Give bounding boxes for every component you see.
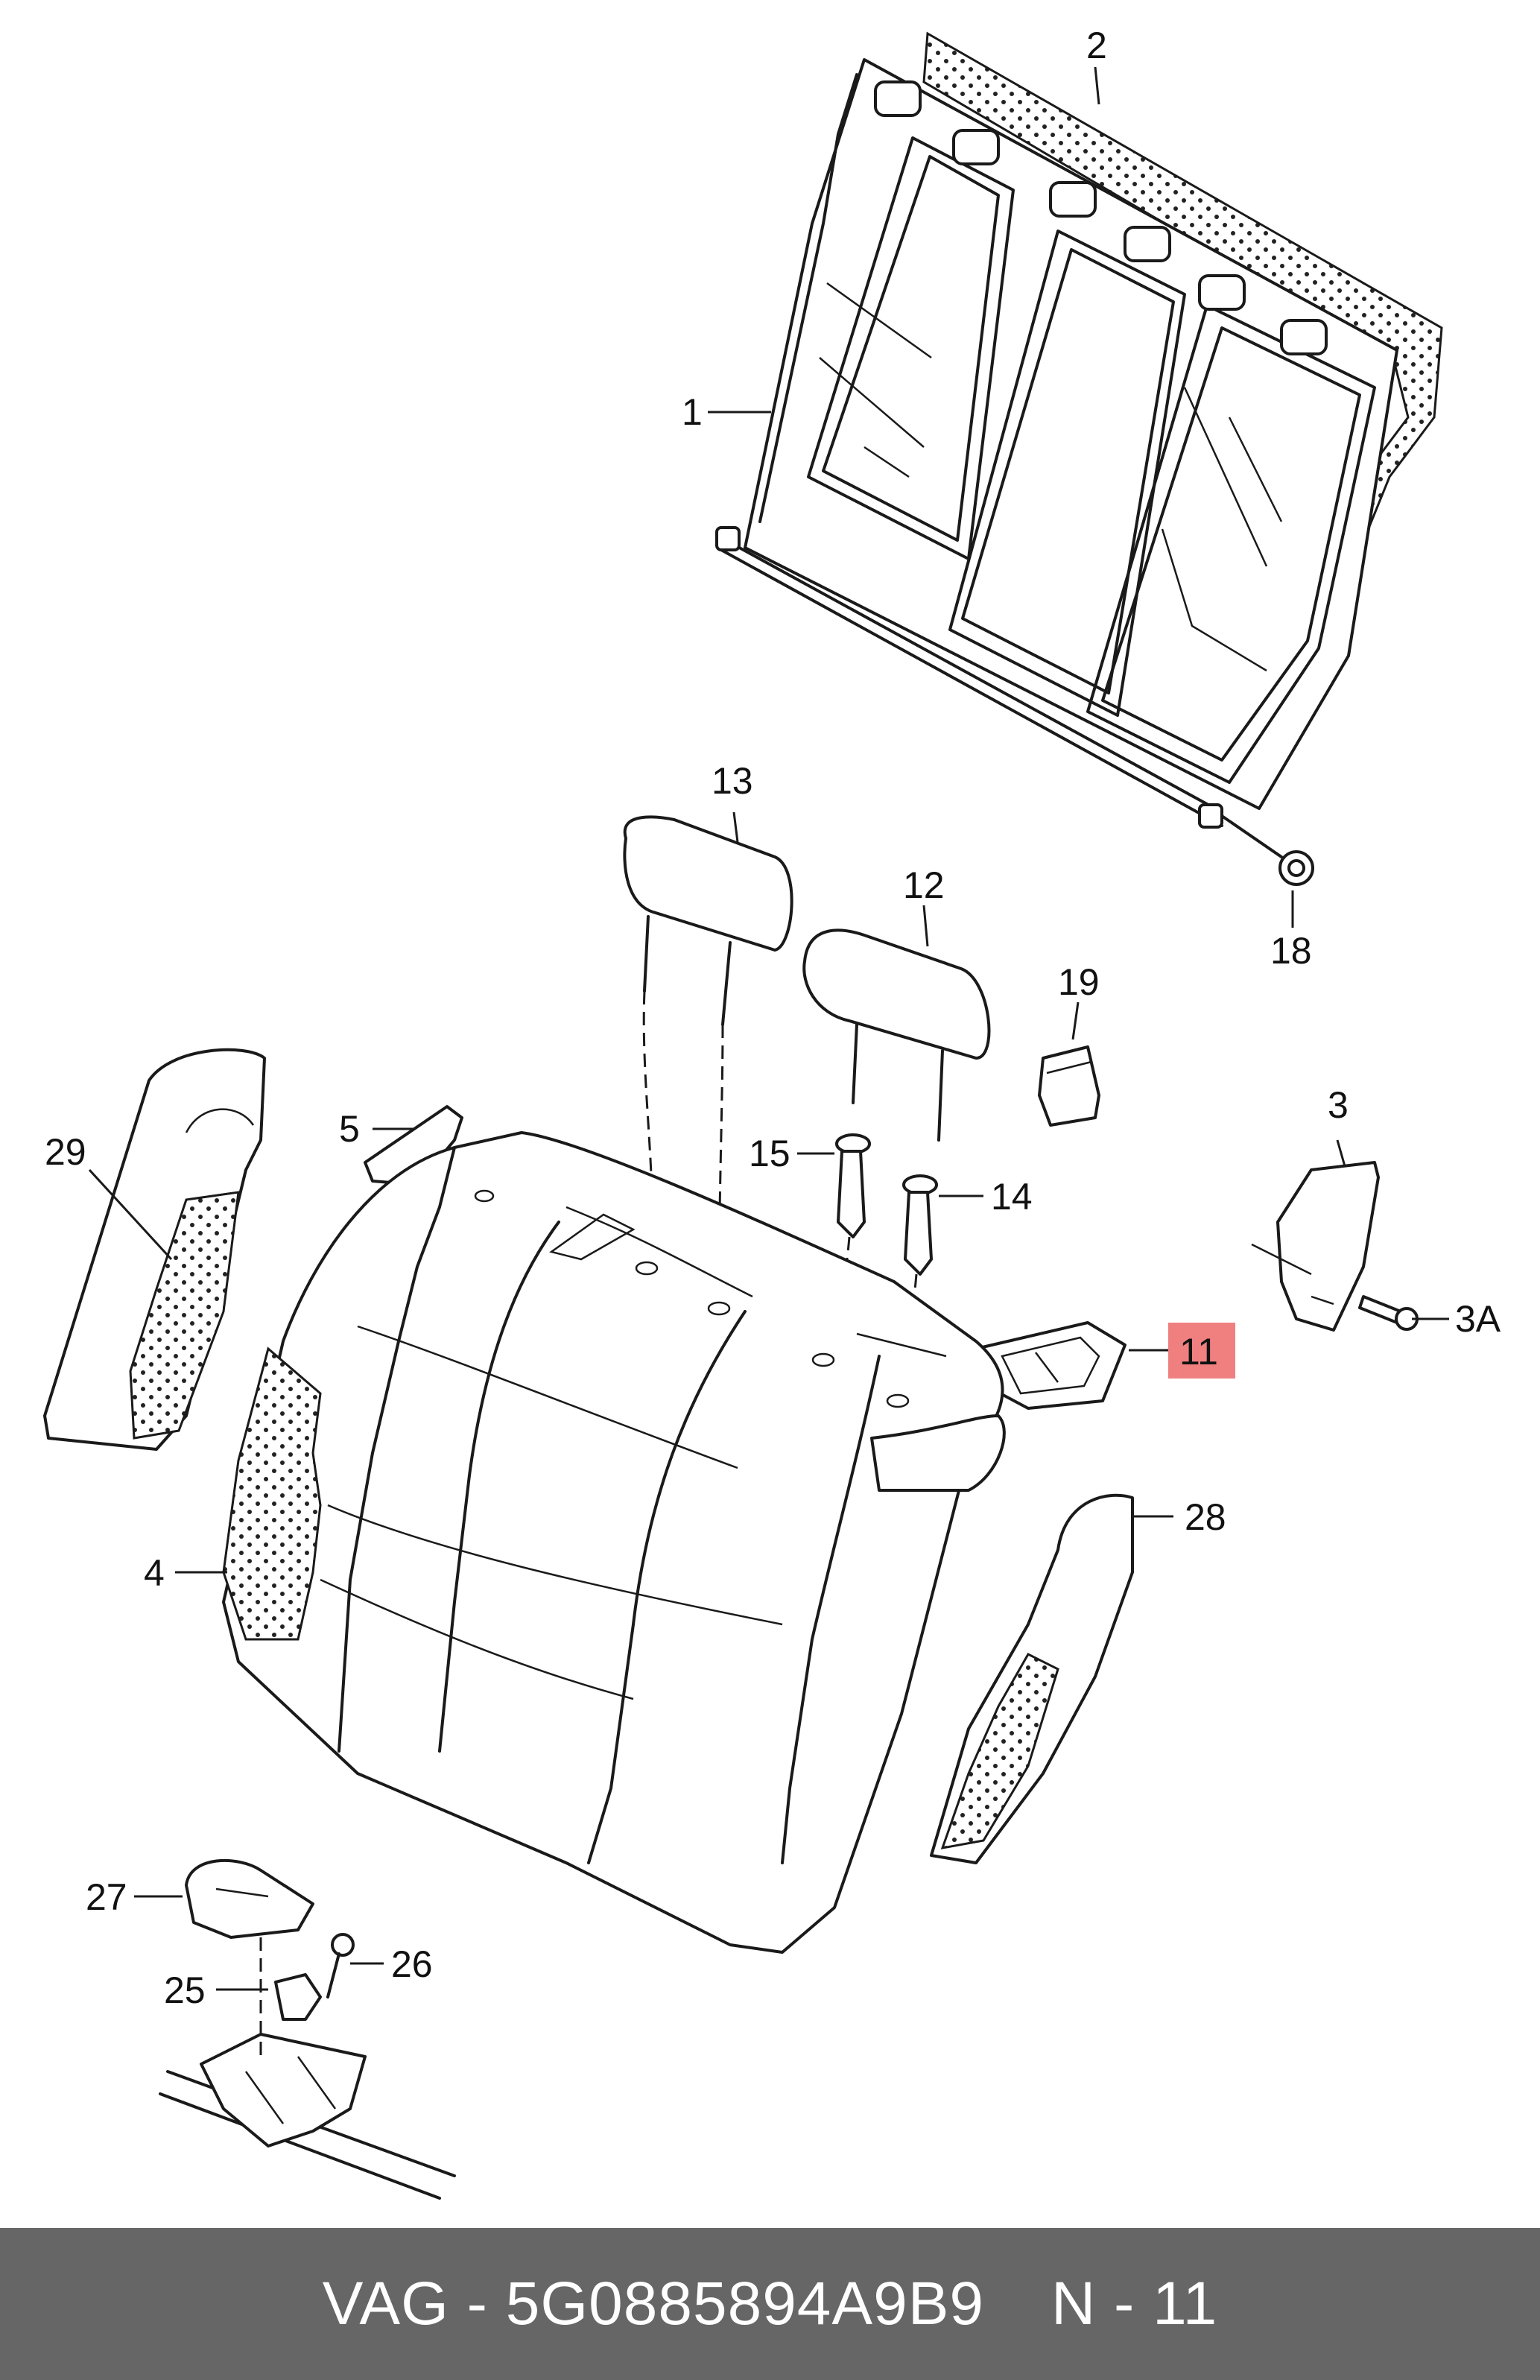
part-28-side-bolster-right: [930, 1493, 1134, 1864]
callout-12: 12: [903, 864, 945, 906]
footer-position: N - 11: [1051, 2270, 1218, 2338]
lower-hinge-assembly: [159, 1937, 456, 2200]
leader-lines: [88, 66, 1449, 1991]
callout-13: 13: [712, 760, 753, 802]
callout-14: 14: [991, 1176, 1033, 1218]
callout-3a: 3A: [1455, 1298, 1501, 1340]
callout-26: 26: [391, 1943, 433, 1985]
part-4-backrest-cushion: [222, 1131, 1006, 1954]
part-1-backrest-frame: [715, 58, 1398, 829]
highlight-box-11: [1168, 1323, 1235, 1379]
part-18-bolt: [1220, 814, 1314, 886]
callout-5: 5: [339, 1108, 360, 1150]
part-29-side-bolster-left: [43, 1048, 266, 1451]
callout-15: 15: [749, 1133, 790, 1174]
footer-separator: -: [466, 2270, 488, 2338]
footer-brand: VAG: [322, 2270, 449, 2338]
callout-27: 27: [86, 1876, 127, 1918]
callout-29: 29: [45, 1131, 86, 1173]
part-5-top-trim: [364, 1105, 463, 1186]
part-3-bracket: [1251, 1161, 1380, 1332]
callout-3: 3: [1328, 1084, 1349, 1126]
part-26-screw: [326, 1933, 355, 1998]
footer-part-number: 5G0885894A9B9: [505, 2270, 984, 2338]
callout-28: 28: [1185, 1496, 1226, 1538]
part-number-footer: VAG - 5G0885894A9B9 N - 11: [0, 2228, 1540, 2380]
callout-11: 11: [1179, 1331, 1218, 1373]
part-3a-screw: [1358, 1295, 1419, 1331]
part-12-headrest: [802, 928, 991, 1142]
callout-1: 1: [682, 391, 703, 433]
part-15-headrest-guide: [829, 1133, 871, 1349]
part-25-clip: [274, 1973, 322, 2021]
callout-4: 4: [144, 1552, 165, 1594]
callout-25: 25: [164, 1969, 206, 2011]
callout-19: 19: [1058, 961, 1100, 1003]
part-27-cover: [185, 1858, 314, 1939]
callout-18: 18: [1270, 930, 1312, 972]
part-19-cap: [1038, 1045, 1100, 1127]
callout-labels: 2 1 13 12 19 18 3 3A 15 14 11 28 5 29 4 …: [45, 25, 1501, 2011]
callout-2: 2: [1086, 25, 1107, 66]
exploded-parts-diagram: 2 1 13 12 19 18 3 3A 15 14 11 28 5 29 4 …: [43, 25, 1501, 2200]
